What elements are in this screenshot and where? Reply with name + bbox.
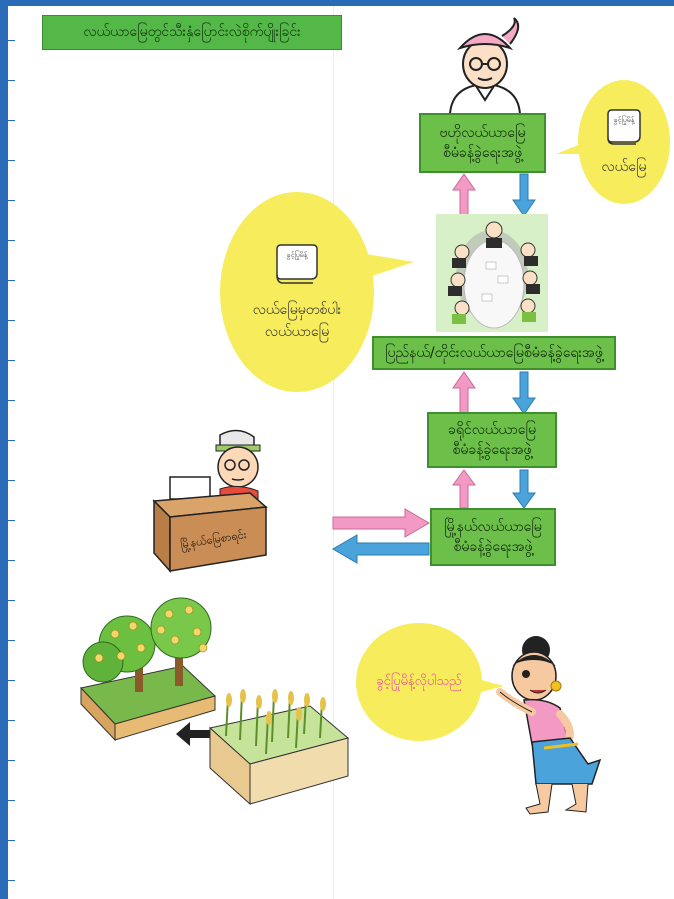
township-committee-line2: စီမံခန့်ခွဲရေးအဖွဲ့ bbox=[453, 539, 533, 555]
official-portrait-icon bbox=[448, 17, 522, 115]
central-bubble-tail bbox=[556, 142, 586, 154]
down-arrow-to-district bbox=[512, 371, 536, 415]
svg-text:ခွင့်ပြုမိန့်: ခွင့်ပြုမိန့် bbox=[287, 250, 309, 260]
fruit-trees-icon bbox=[80, 597, 216, 742]
farmer-woman-icon bbox=[496, 636, 602, 815]
svg-text:ခွင့်ပြုမိန့်: ခွင့်ပြုမိန့် bbox=[614, 115, 636, 125]
up-arrow-to-district bbox=[452, 469, 476, 509]
central-committee-line1: ဗဟိုလယ်ယာမြေ bbox=[439, 125, 526, 141]
meeting-table-icon bbox=[436, 214, 548, 332]
left-frame-bar bbox=[0, 0, 8, 899]
district-committee-line2: စီမံခန့်ခွဲရေးအဖွဲ့ bbox=[452, 442, 532, 458]
page-title: လယ်ယာမြေတွင်သီးနှံပြောင်းလဲစိုက်ပျိုးခြင… bbox=[42, 15, 342, 50]
scroll-icon: ခွင့်ပြုမိန့် bbox=[276, 244, 318, 284]
township-committee-line1: မြို့နယ်လယ်ယာမြေ bbox=[444, 519, 542, 535]
central-bubble: ခွင့်ပြုမိန့် လယ်မြေ bbox=[578, 80, 670, 204]
down-arrow-to-state bbox=[512, 173, 536, 217]
state-bubble-line1: လယ်မြေမှတစ်ပါး bbox=[252, 302, 342, 318]
state-committee-box: ပြည်နယ်/တိုင်းလယ်ယာမြေစီမံခန့်ခွဲရေးအဖွဲ… bbox=[372, 336, 616, 370]
down-arrow-to-township bbox=[512, 469, 536, 509]
district-committee-box: ခရိုင်လယ်ယာမြေ စီမံခန့်ခွဲရေးအဖွဲ့ bbox=[427, 412, 557, 468]
up-arrow-to-state bbox=[452, 371, 476, 415]
top-frame-bar bbox=[0, 0, 674, 6]
state-committee-label: ပြည်နယ်/တိုင်းလယ်ယာမြေစီမံခန့်ခွဲရေးအဖွဲ… bbox=[385, 345, 603, 361]
central-committee-box: ဗဟိုလယ်ယာမြေ စီမံခန့်ခွဲရေးအဖွဲ့ bbox=[419, 113, 546, 173]
township-committee-box: မြို့နယ်လယ်ယာမြေ စီမံခန့်ခွဲရေးအဖွဲ့ bbox=[430, 508, 556, 566]
clerk-desk-icon: မြို့နယ်မြေစာရင်း bbox=[152, 429, 268, 573]
rice-field-icon bbox=[208, 689, 350, 806]
right-arrow-to-township bbox=[332, 508, 430, 538]
up-arrow-to-central bbox=[452, 173, 476, 217]
state-bubble-line2: လယ်ယာမြေ bbox=[264, 324, 330, 340]
farmer-bubble: ခွင့်ပြုမိန့်လိုပါသည် bbox=[356, 623, 482, 741]
central-committee-line2: စီမံခန့်ခွဲရေးအဖွဲ့ bbox=[443, 145, 522, 161]
left-arrow-to-clerk bbox=[332, 534, 430, 564]
state-bubble-tail bbox=[366, 254, 414, 278]
central-bubble-label: လယ်မြေ bbox=[601, 159, 647, 175]
scroll-icon: ခွင့်ပြုမိန့် bbox=[607, 109, 641, 145]
district-committee-line1: ခရိုင်လယ်ယာမြေ bbox=[448, 422, 536, 438]
farmer-bubble-tail bbox=[474, 678, 504, 694]
page-fold-line bbox=[333, 6, 334, 899]
state-bubble: ခွင့်ပြုမိန့် လယ်မြေမှတစ်ပါး လယ်ယာမြေ bbox=[220, 192, 374, 392]
farmer-bubble-label: ခွင့်ပြုမိန့်လိုပါသည် bbox=[376, 674, 462, 689]
change-arrow-icon bbox=[176, 722, 216, 746]
